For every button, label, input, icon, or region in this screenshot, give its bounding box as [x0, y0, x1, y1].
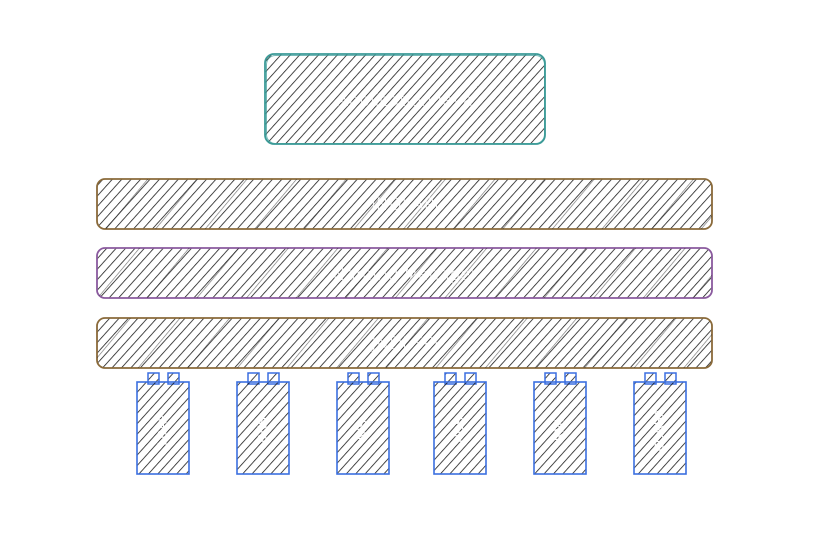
provider-label: DNS [256, 417, 270, 443]
layer-naming-manager: Naming Manager [96, 247, 713, 299]
provider-label: LDAP [156, 414, 170, 445]
provider-body [136, 381, 190, 475]
provider-dns: DNS [236, 372, 290, 475]
provider-body [533, 381, 587, 475]
provider-corba: CORBA [633, 372, 687, 475]
jndi-api-label: JNDI API [371, 195, 439, 215]
service-providers: LDAP DNS NIS NDS RMI CORBA [136, 372, 687, 475]
layer-jndi-api: JNDI API [96, 178, 713, 230]
provider-nds: NDS [433, 372, 487, 475]
provider-body [236, 381, 290, 475]
jndi-spi-label: JNDI SPI [371, 334, 438, 354]
provider-body [336, 381, 390, 475]
layer-jndi-spi: JNDI SPI [96, 317, 713, 369]
provider-rmi: RMI [533, 372, 587, 475]
naming-manager-label: Naming Manager [333, 265, 478, 285]
provider-ldap: LDAP [136, 372, 190, 475]
provider-label: RMI [553, 419, 567, 441]
provider-nis: NIS [336, 372, 390, 475]
application-java-box: Application Java [264, 53, 546, 145]
application-java-label: Application Java [337, 91, 473, 111]
provider-label: NDS [453, 417, 467, 443]
provider-label: CORBA [653, 408, 667, 451]
provider-body [433, 381, 487, 475]
provider-body [633, 381, 687, 475]
provider-label: NIS [356, 420, 370, 440]
